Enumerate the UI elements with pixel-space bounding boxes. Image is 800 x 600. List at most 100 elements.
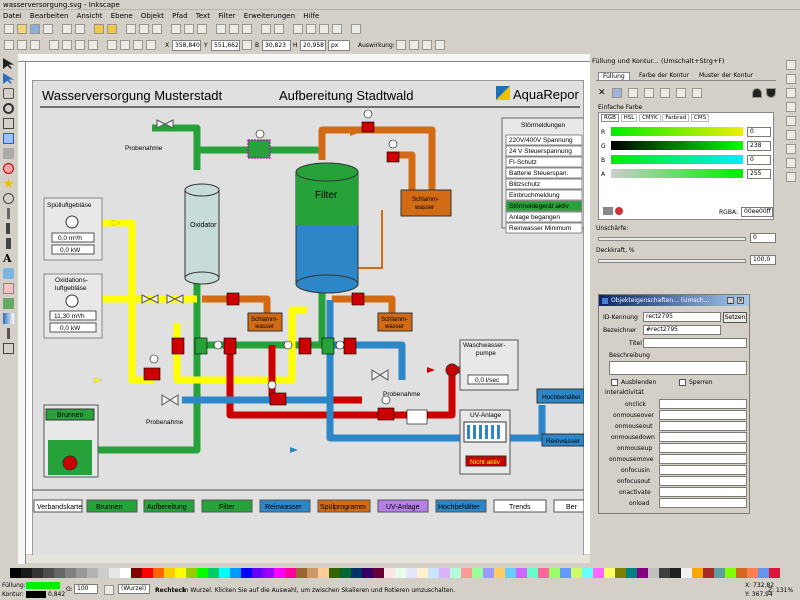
mode-cmyk[interactable]: CMYK <box>639 114 661 122</box>
palette-swatch[interactable] <box>615 568 626 578</box>
duplicate-icon[interactable] <box>216 24 226 34</box>
palette-swatch[interactable] <box>659 568 670 578</box>
rect-tool-icon[interactable] <box>3 133 14 144</box>
align-icon[interactable] <box>332 24 342 34</box>
palette-swatch[interactable] <box>725 568 736 578</box>
valve-red-2[interactable] <box>343 337 357 355</box>
box3d-tool-icon[interactable] <box>3 148 14 159</box>
eraser-tool-icon[interactable] <box>3 283 14 294</box>
opacity-status-input[interactable]: 100 <box>74 584 98 594</box>
motor-2[interactable] <box>363 109 373 119</box>
palette-swatch[interactable] <box>538 568 549 578</box>
probe-valve-top-a[interactable] <box>156 119 167 129</box>
zoom-drawing-icon[interactable] <box>184 24 194 34</box>
palette-swatch[interactable] <box>230 568 241 578</box>
palette-swatch[interactable] <box>670 568 681 578</box>
minimize-icon[interactable]: _ <box>727 297 734 304</box>
valve-selected[interactable] <box>247 139 271 159</box>
palette-swatch[interactable] <box>197 568 208 578</box>
palette-swatch[interactable] <box>505 568 516 578</box>
lower-bottom-icon[interactable] <box>146 40 156 50</box>
reinwasser-box[interactable] <box>541 433 584 447</box>
process-drawing[interactable]: Wasserversorgung Musterstadt Aufbereitun… <box>32 80 584 562</box>
nav-uv-anlage[interactable] <box>377 499 429 513</box>
opacity-slider[interactable] <box>598 259 746 263</box>
close-icon[interactable]: × <box>737 297 744 304</box>
undo-icon[interactable] <box>94 24 104 34</box>
scale-corners-icon[interactable] <box>409 40 419 50</box>
schlammwasser-tank-1[interactable] <box>247 312 283 332</box>
probe-valve-top-b[interactable] <box>163 119 174 129</box>
palette-swatch[interactable] <box>571 568 582 578</box>
valve-yellow[interactable] <box>171 337 185 355</box>
motor-3[interactable] <box>388 139 398 149</box>
palette-swatch[interactable] <box>153 568 164 578</box>
palette-swatch[interactable] <box>10 568 21 578</box>
onfocusout-input[interactable] <box>659 476 747 486</box>
probe-valve-right-a[interactable] <box>371 369 381 381</box>
star-tool-icon[interactable] <box>3 178 14 189</box>
palette-swatch[interactable] <box>494 568 505 578</box>
palette-swatch[interactable] <box>395 568 406 578</box>
nav-trends[interactable] <box>493 499 547 513</box>
tab-stroke-paint[interactable]: Farbe der Kontur <box>639 72 690 79</box>
probe-valve-bottom-a[interactable] <box>161 394 171 406</box>
palette-swatch[interactable] <box>142 568 153 578</box>
raise-top-icon[interactable] <box>107 40 117 50</box>
calligraphy-tool-icon[interactable] <box>6 238 11 249</box>
palette-swatch[interactable] <box>549 568 560 578</box>
value-r[interactable]: 0 <box>747 127 771 137</box>
copy-icon[interactable] <box>126 24 136 34</box>
zoom-tool-icon[interactable] <box>3 103 14 114</box>
onload-input[interactable] <box>659 498 747 508</box>
brunnen-button[interactable] <box>45 408 95 421</box>
nav-verbandskarte[interactable] <box>33 499 83 513</box>
palette-swatch[interactable] <box>241 568 252 578</box>
valve-green-2[interactable] <box>321 337 335 355</box>
palette-swatch[interactable] <box>527 568 538 578</box>
onmousemove-input[interactable] <box>659 454 747 464</box>
cut-icon[interactable] <box>139 24 149 34</box>
stroke-indicator[interactable] <box>26 591 46 598</box>
nav-berichte[interactable] <box>553 499 584 513</box>
oxi-fan-icon[interactable] <box>65 294 79 308</box>
set-button[interactable]: Setzen <box>723 312 747 323</box>
palette-swatch[interactable] <box>439 568 450 578</box>
tab-fill[interactable]: Füllung <box>598 72 630 81</box>
palette-swatch[interactable] <box>76 568 87 578</box>
onmouseup-input[interactable] <box>659 443 747 453</box>
palette-swatch[interactable] <box>307 568 318 578</box>
valve-oxi-out[interactable] <box>226 292 240 306</box>
selector-tool-icon[interactable] <box>3 58 14 69</box>
snap-midpoints-icon[interactable] <box>786 116 796 126</box>
palette-swatch[interactable] <box>736 568 747 578</box>
blur-slider[interactable] <box>598 237 746 241</box>
fill-indicator[interactable] <box>26 582 60 589</box>
pencil-tool-icon[interactable] <box>7 208 10 219</box>
lock-checkbox[interactable] <box>679 379 686 386</box>
paste-icon[interactable] <box>152 24 162 34</box>
deselect-icon[interactable] <box>30 40 40 50</box>
onmouseover-input[interactable] <box>659 410 747 420</box>
spuelluft-fan-icon[interactable] <box>65 215 79 229</box>
value-b[interactable]: 0 <box>747 155 771 165</box>
mode-hsl[interactable]: HSL <box>620 114 638 122</box>
snap-paths-icon[interactable] <box>786 102 796 112</box>
raise-icon[interactable] <box>120 40 130 50</box>
move-gradients-icon[interactable] <box>422 40 432 50</box>
palette-swatch[interactable] <box>637 568 648 578</box>
palette-swatch[interactable] <box>274 568 285 578</box>
waschpumpe-icon[interactable] <box>445 363 459 377</box>
motor-6[interactable] <box>213 340 223 350</box>
menu-filter[interactable]: Filter <box>218 12 236 20</box>
valve-orange-top[interactable] <box>361 121 375 133</box>
probe-valve-bottom-b[interactable] <box>169 394 179 406</box>
onmousedown-input[interactable] <box>659 432 747 442</box>
onfocusin-input[interactable] <box>659 465 747 475</box>
no-paint-icon[interactable]: ✕ <box>598 88 606 98</box>
menu-erweiterungen[interactable]: Erweiterungen <box>243 12 296 20</box>
layer-visibility-icon[interactable] <box>104 585 114 595</box>
nav-filter[interactable] <box>201 499 253 513</box>
mode-wheel[interactable]: Farbrad <box>662 114 690 122</box>
palette-swatch[interactable] <box>175 568 186 578</box>
